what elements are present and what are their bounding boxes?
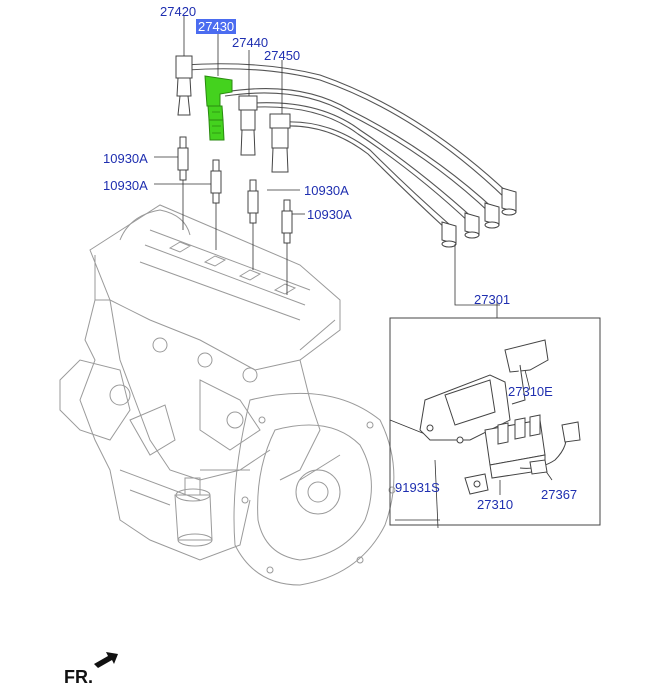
label-10930a-4[interactable]: 10930A [307, 207, 352, 222]
label-10930a-1[interactable]: 10930A [103, 151, 148, 166]
label-27310e[interactable]: 27310E [508, 384, 553, 399]
front-direction-label: FR. [64, 667, 93, 687]
ignition-wires [182, 63, 511, 230]
boot-27430-highlighted[interactable] [204, 75, 233, 141]
coil-mount-bracket[interactable] [419, 374, 511, 444]
front-arrow-icon [94, 652, 118, 668]
label-27430-selected[interactable]: 27430 [196, 19, 237, 34]
spark-plug-4[interactable] [281, 199, 293, 244]
label-27440[interactable]: 27440 [232, 35, 269, 50]
spark-plug-1[interactable] [177, 136, 189, 181]
label-27450[interactable]: 27450 [264, 48, 301, 63]
spark-plugs [177, 136, 293, 244]
boot-27440[interactable] [238, 95, 258, 156]
spark-plug-3[interactable] [247, 179, 259, 224]
label-10930a-2[interactable]: 10930A [103, 178, 148, 193]
label-27301[interactable]: 27301 [474, 292, 511, 307]
label-27420[interactable]: 27420 [160, 4, 197, 19]
label-27367[interactable]: 27367 [541, 487, 578, 502]
coil-bracket-27310e[interactable] [504, 339, 549, 405]
label-27310[interactable]: 27310 [477, 497, 514, 512]
label-91931s[interactable]: 91931S [395, 480, 440, 495]
spark-plug-2[interactable] [210, 159, 222, 204]
boot-27420[interactable] [175, 55, 193, 116]
engine-block [59, 204, 396, 586]
leader-lines [154, 16, 553, 529]
bolt-91931s[interactable] [464, 473, 489, 495]
label-10930a-3[interactable]: 10930A [304, 183, 349, 198]
harness-27367[interactable] [519, 421, 581, 475]
boot-27450[interactable] [269, 113, 291, 173]
wire-terminals [441, 187, 517, 248]
